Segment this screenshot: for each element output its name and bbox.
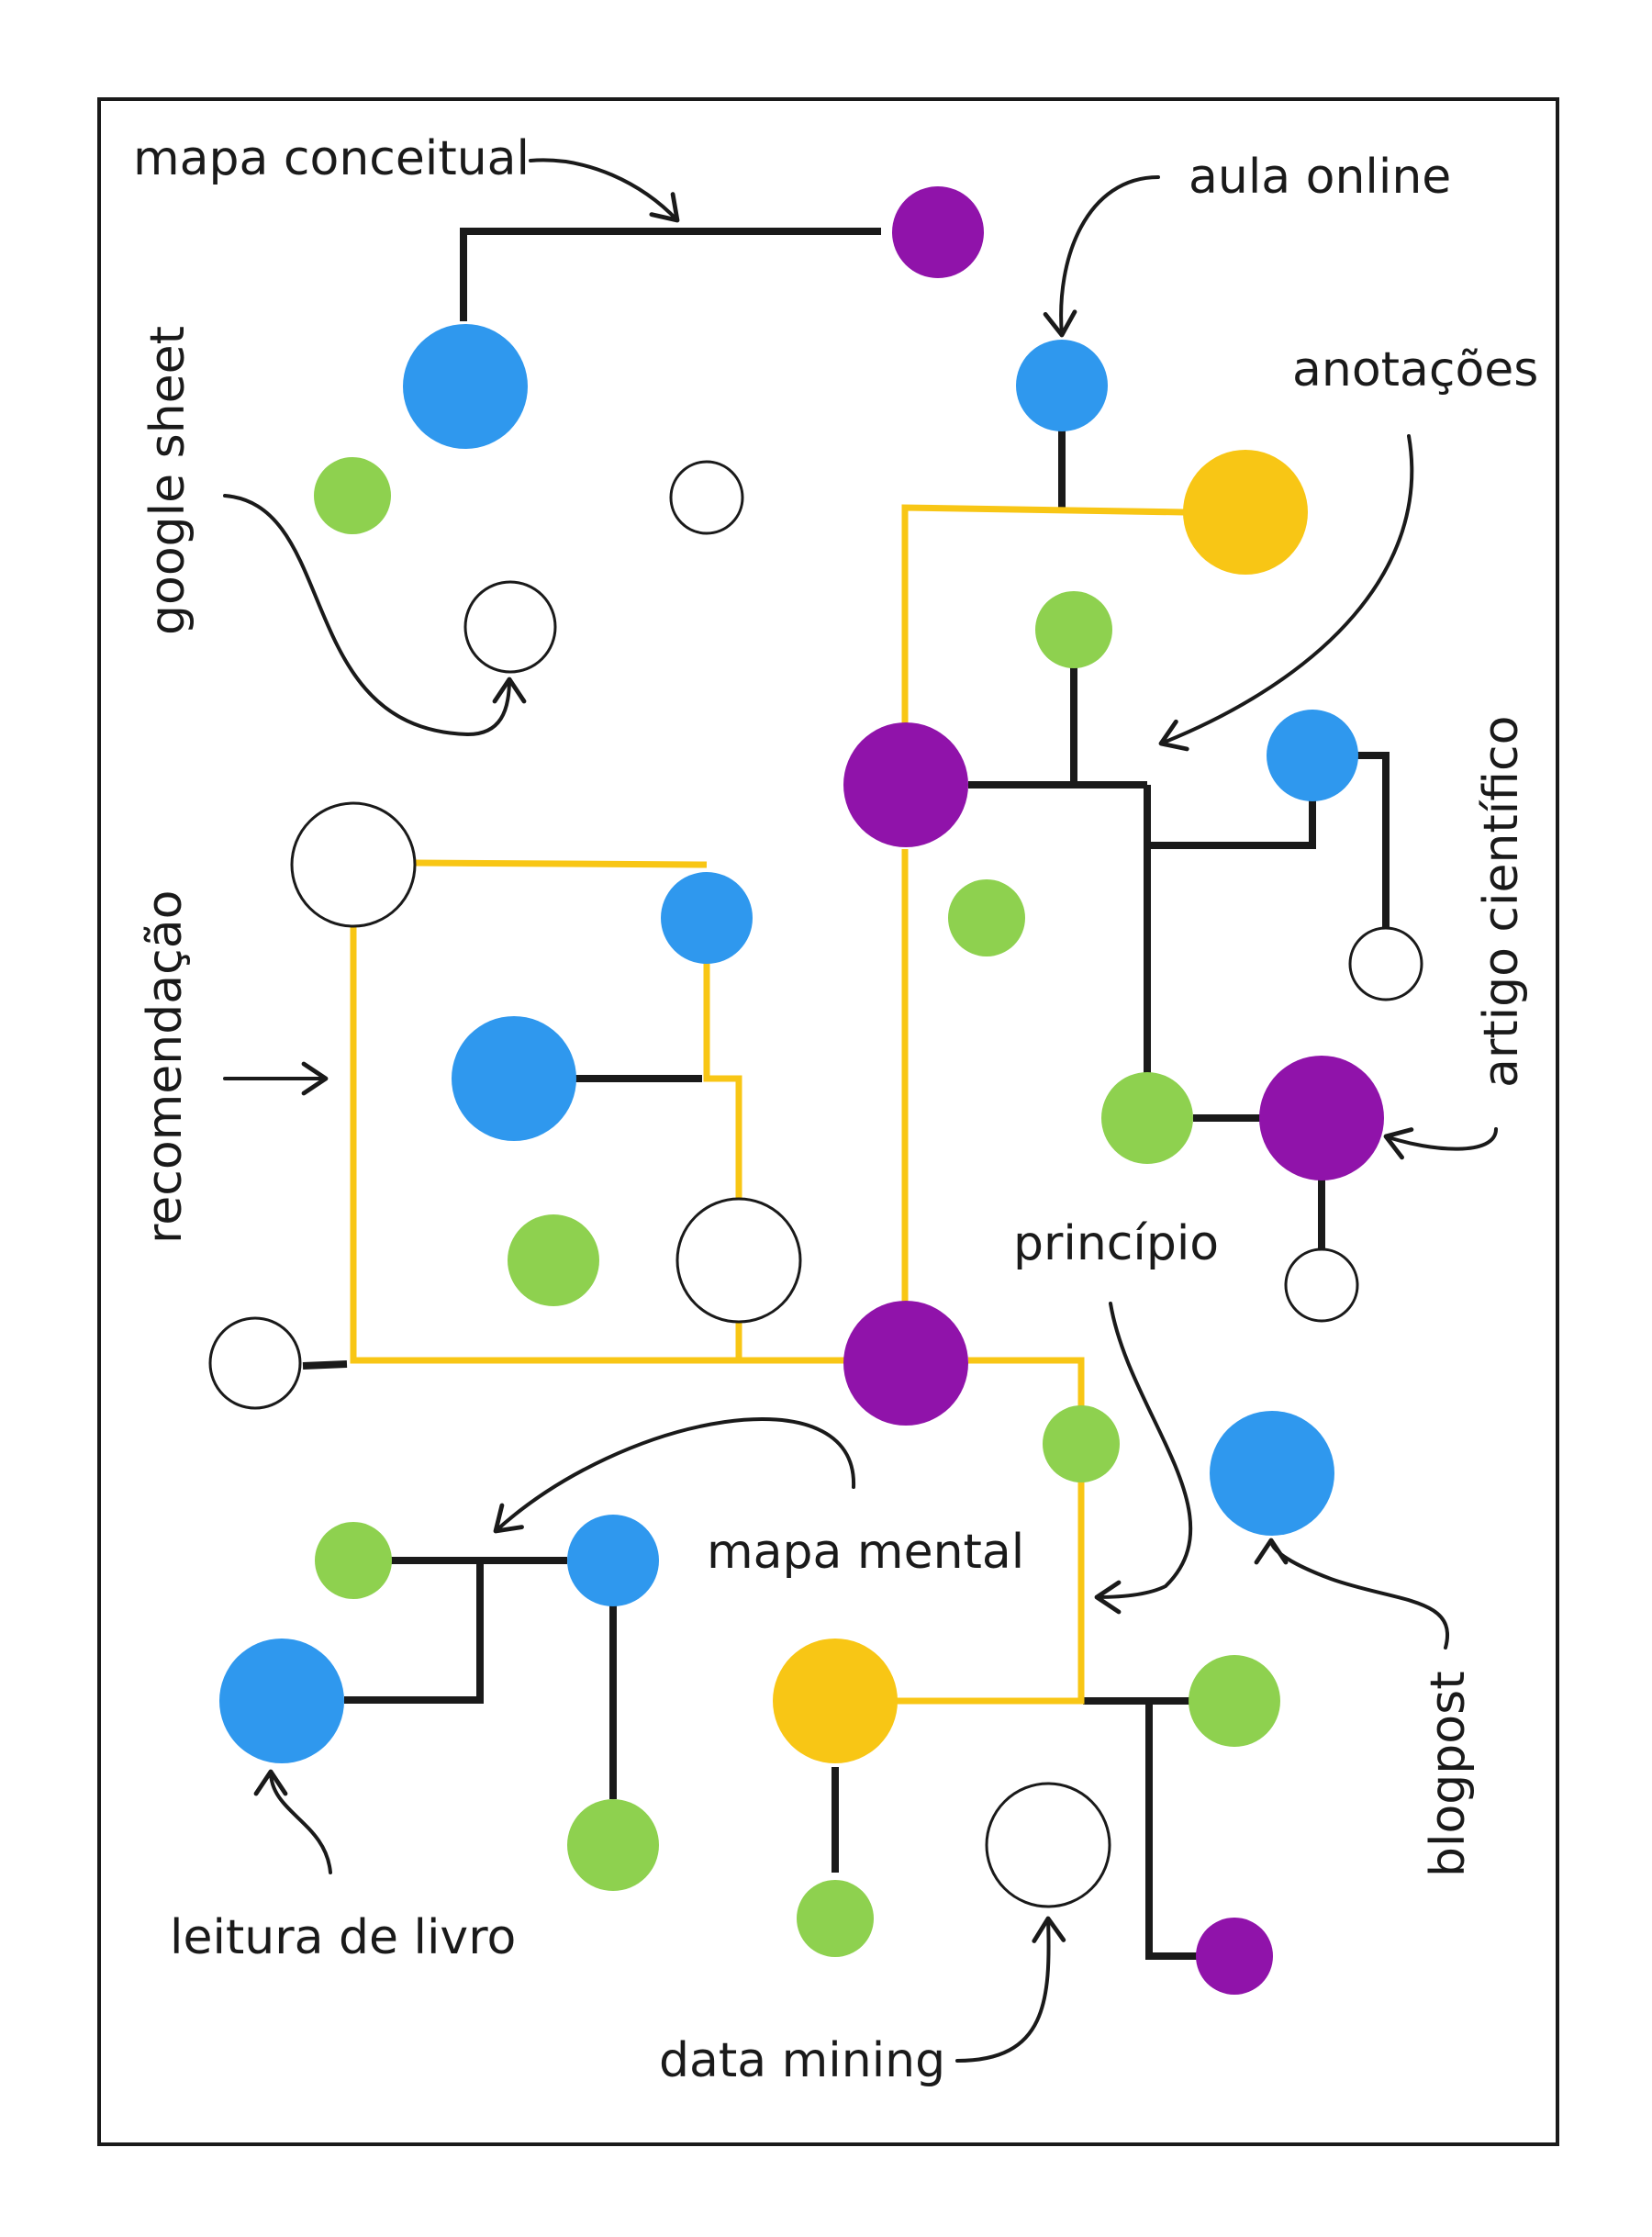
node-yellow-bottom: [773, 1639, 898, 1763]
node-white-cluster: [675, 1197, 802, 1324]
node-blue-right: [1267, 710, 1358, 801]
node-white-right: [1348, 926, 1423, 1001]
arrow-leitura-livro: [253, 1769, 332, 1874]
node-green-7: [315, 1522, 392, 1599]
node-white-artigo: [1284, 1247, 1359, 1323]
node-green-6: [1043, 1405, 1120, 1482]
arrow-principio: [1094, 1302, 1193, 1615]
label-principio: princípio: [1013, 1216, 1219, 1271]
arrow-mapa-conceitual: [529, 158, 680, 223]
label-artigo-cientifico: artigo científico: [1474, 716, 1529, 1088]
node-yellow-top: [1183, 450, 1308, 575]
arrow-google-sheet: [223, 494, 527, 737]
arrow-data-mining: [955, 1916, 1066, 2063]
node-purple-center: [843, 1301, 968, 1426]
arrow-artigo: [1383, 1127, 1498, 1160]
nodes: [208, 186, 1423, 1995]
label-aula-online: aula online: [1189, 150, 1451, 205]
label-anotacoes: anotações: [1292, 342, 1538, 397]
node-blue-mapa: [403, 324, 528, 449]
node-purple-artigo: [1259, 1056, 1384, 1180]
node-white-mining: [985, 1782, 1111, 1908]
node-blue-aula: [1016, 340, 1108, 431]
node-green-4: [1101, 1072, 1193, 1164]
label-recomendacao: recomendação: [138, 890, 193, 1244]
node-white-big: [290, 801, 417, 928]
node-blue-cluster-2: [452, 1016, 576, 1141]
node-blue-livro: [219, 1639, 344, 1763]
node-green-2: [1035, 591, 1112, 668]
node-blue-cluster-1: [661, 872, 753, 964]
node-purple-mid: [843, 722, 968, 847]
node-green-5: [508, 1214, 599, 1306]
arrow-aula-online: [1043, 175, 1160, 338]
node-green-3: [948, 879, 1025, 956]
black-connectors: [302, 228, 1390, 1960]
node-green-8: [1189, 1655, 1280, 1747]
label-mapa-mental: mapa mental: [707, 1525, 1024, 1580]
arrow-mapa-mental: [493, 1416, 856, 1534]
node-white-google: [463, 580, 557, 674]
node-green-9: [567, 1799, 659, 1891]
label-blogpost: blogpost: [1421, 1671, 1476, 1877]
node-blue-mental: [567, 1515, 659, 1606]
node-blue-blogpost: [1210, 1411, 1334, 1536]
arrow-blogpost: [1254, 1538, 1449, 1650]
label-google-sheet: google sheet: [140, 326, 195, 635]
label-mapa-conceitual: mapa conceitual: [133, 131, 530, 186]
labels: mapa conceitual aula online anotações go…: [133, 131, 1538, 2088]
node-green-10: [797, 1880, 874, 1957]
label-leitura-de-livro: leitura de livro: [170, 1910, 516, 1965]
label-data-mining: data mining: [659, 2033, 945, 2088]
arrow-anotacoes: [1158, 434, 1414, 752]
node-purple-bottom: [1196, 1918, 1273, 1995]
node-purple-top: [892, 186, 984, 278]
frame-border: [97, 97, 1559, 2146]
node-green-1: [314, 457, 391, 534]
node-white-left: [208, 1316, 302, 1410]
node-white-small-1: [669, 460, 744, 535]
annotation-arrows: [223, 158, 1498, 2063]
